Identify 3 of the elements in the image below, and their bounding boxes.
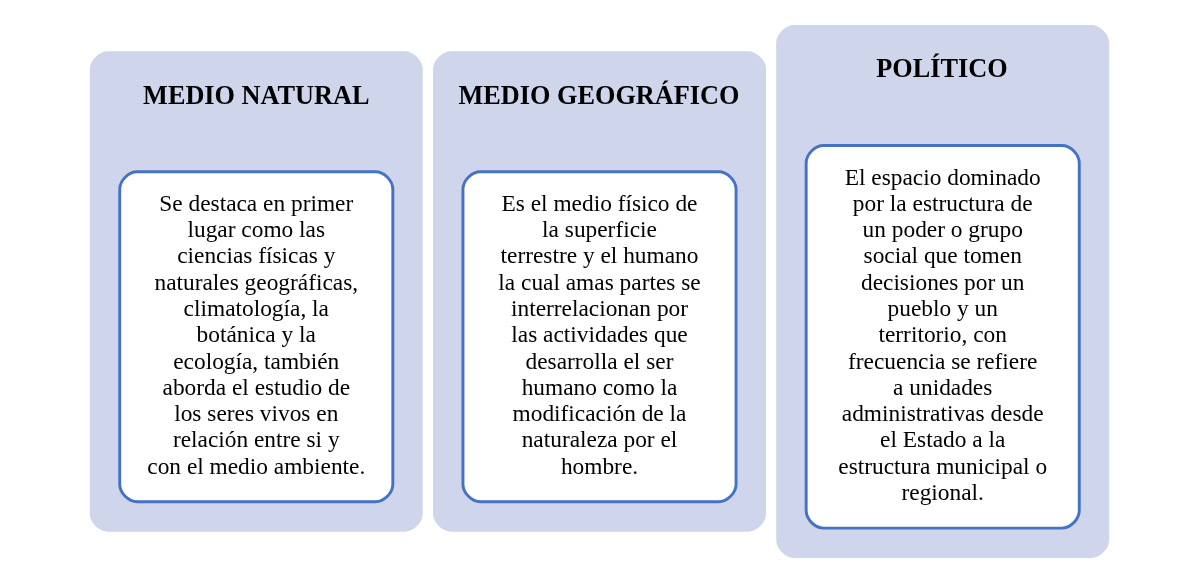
node-box: Se destaca en primer lugar como las ciencias físicas y naturales geográficas, climatología, la botánica y la ecología, también aborda el estudio de los seres vivos en relación entre si y con el medio ambiente.	[117, 170, 394, 504]
node-box: El espacio dominado por la estructura de un poder o grupo social que tomen decisiones por un pueblo y un territorio, con frecuencia se refiere a unidades administrativas desde el Estado a la estructura municipal o regional.	[804, 144, 1081, 530]
node-box: Es el medio físico de la superficie terrestre y el humano la cual amas partes se interrelacionan por las actividades que desarrolla el ser humano como la modificación de la naturaleza por el hombre.	[461, 170, 737, 504]
